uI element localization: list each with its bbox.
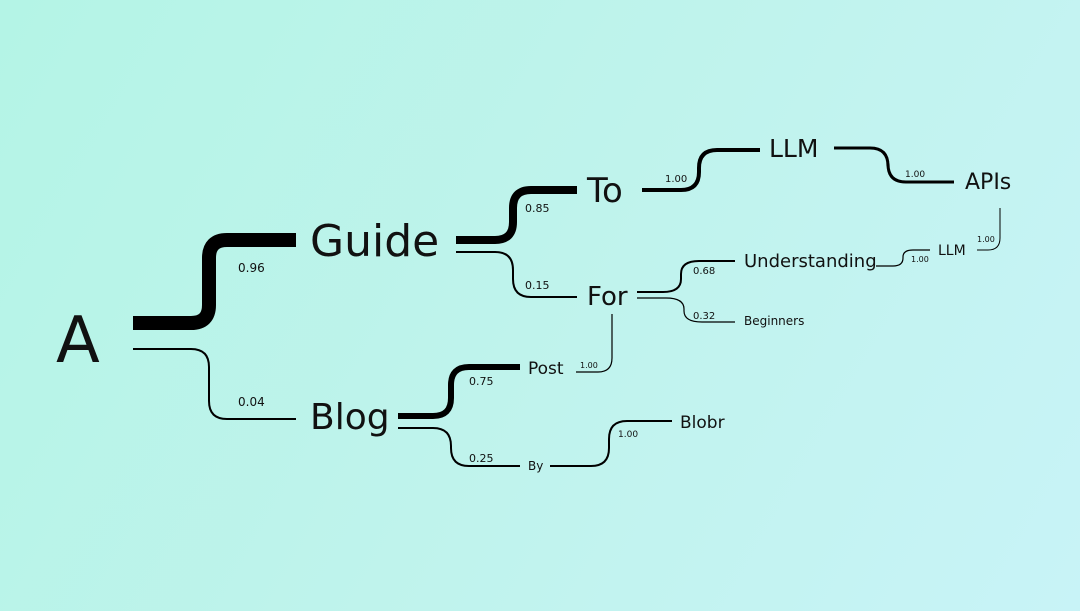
prob-llm1-apis: 1.00 (905, 170, 925, 180)
edge-blog-post (398, 364, 520, 419)
edge-a-guide (133, 233, 296, 330)
token-blog: Blog (310, 397, 390, 438)
prob-by-blobr: 1.00 (618, 430, 638, 440)
edge-understanding-llm2 (876, 249, 930, 267)
token-llm-2: LLM (938, 243, 966, 259)
token-apis: APIs (965, 170, 1011, 195)
token-llm-1: LLM (769, 134, 818, 163)
prob-to-llm1: 1.00 (665, 174, 687, 185)
token-for: For (587, 282, 628, 312)
token-beginners: Beginners (744, 314, 804, 328)
token-guide: Guide (310, 216, 439, 267)
edges (133, 146, 1001, 467)
token-post: Post (528, 359, 564, 379)
edge-for-beginners (637, 297, 735, 323)
prob-understanding-llm2: 1.00 (911, 255, 929, 264)
token-blobr: Blobr (680, 413, 725, 433)
token-to: To (586, 171, 623, 211)
prob-for-beginners: 0.32 (693, 311, 715, 322)
prob-a-guide: 0.96 (238, 261, 265, 275)
edge-for-understanding (637, 260, 735, 293)
edge-llm1-apis (834, 146, 954, 184)
edge-guide-for (456, 251, 577, 298)
edge-guide-to (456, 186, 577, 244)
token-a: A (56, 304, 100, 378)
probability-labels: 0.96 0.04 0.85 0.15 1.00 1.00 0.68 0.32 … (238, 170, 995, 465)
prob-guide-for: 0.15 (525, 279, 550, 292)
prob-for-understanding: 0.68 (693, 266, 715, 277)
edge-llm2-apis (977, 208, 1001, 251)
prob-post-for: 1.00 (580, 361, 598, 370)
prob-blog-post: 0.75 (469, 375, 494, 388)
prob-llm2-apis: 1.00 (977, 235, 995, 244)
edge-blog-by (398, 427, 520, 467)
token-by: By (528, 459, 543, 473)
prob-blog-by: 0.25 (469, 452, 494, 465)
edge-a-blog (133, 348, 296, 420)
prob-guide-to: 0.85 (525, 202, 550, 215)
edge-post-for (576, 314, 613, 373)
tokens: A Guide Blog To For LLM APIs Understandi… (56, 134, 1011, 473)
token-understanding: Understanding (744, 251, 877, 272)
prob-a-blog: 0.04 (238, 395, 265, 409)
edge-to-llm1 (642, 148, 760, 192)
edge-by-blobr (550, 420, 672, 467)
